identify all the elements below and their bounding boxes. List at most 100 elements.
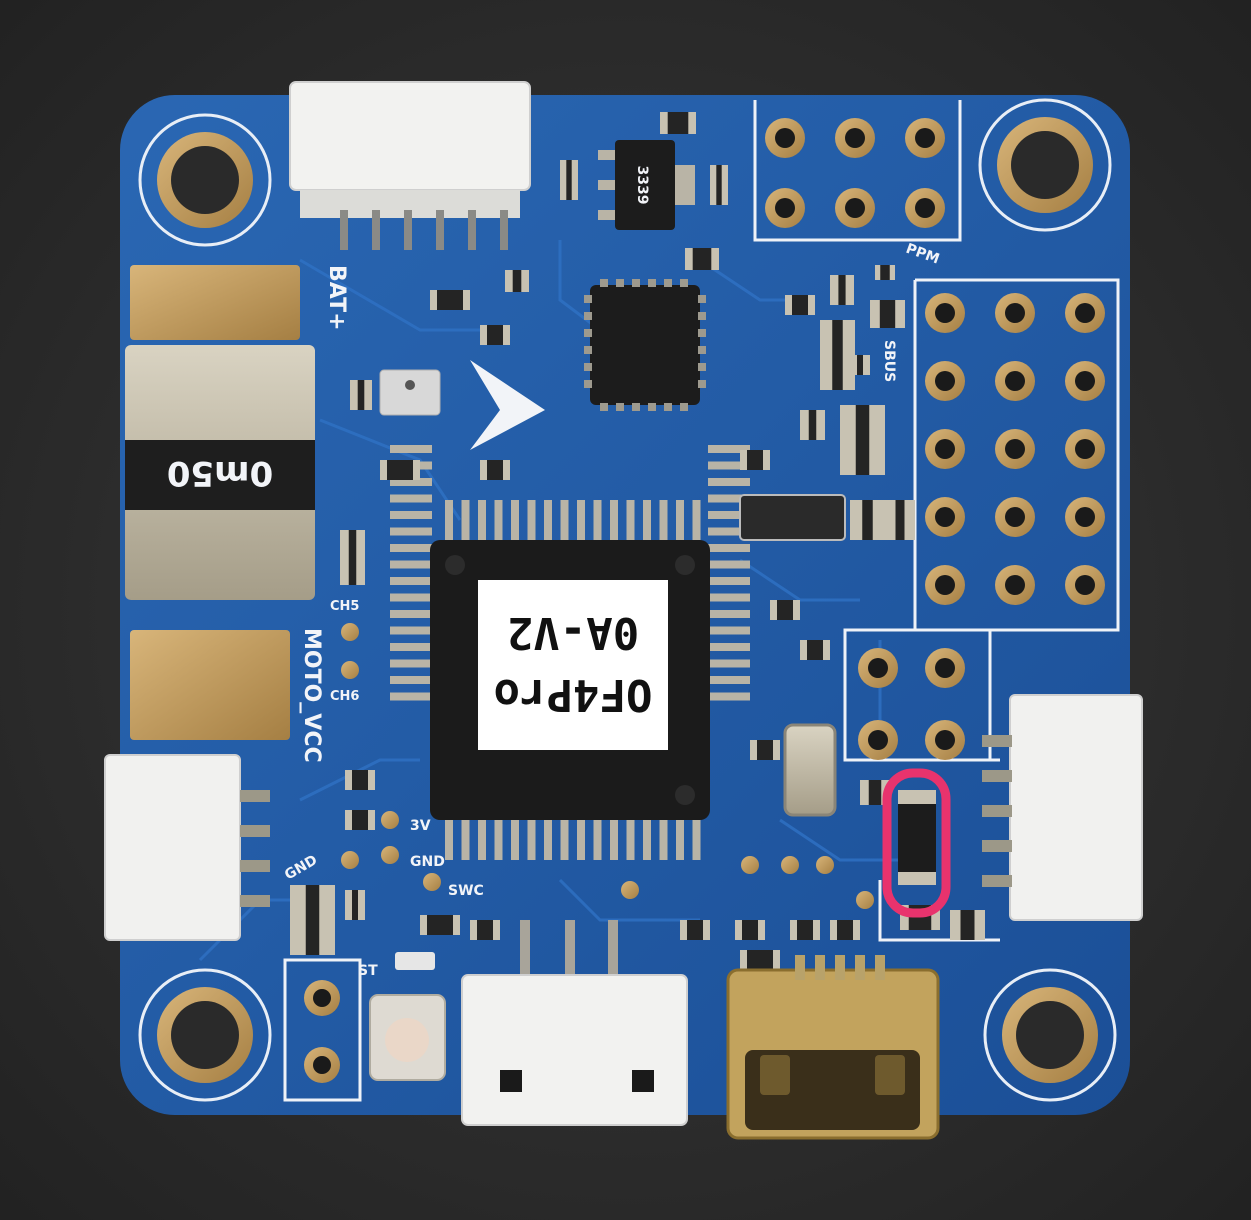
mcu-pin — [659, 818, 668, 860]
gyro-pin — [698, 312, 706, 320]
mcu-pin — [692, 500, 701, 542]
smd-terminal — [785, 295, 792, 315]
header-pad-hole — [868, 730, 888, 750]
smd-terminal — [869, 405, 885, 475]
header-pad-hole — [1005, 439, 1025, 459]
gyro-pin — [616, 403, 624, 411]
smd-terminal — [895, 300, 905, 328]
mcu-pin — [708, 478, 750, 486]
smd-terminal — [463, 290, 470, 310]
gyro-pin — [698, 363, 706, 371]
gyro-pin — [584, 346, 592, 354]
mcu-pin — [643, 818, 651, 860]
smd-terminal — [685, 248, 693, 270]
mcu-pin — [494, 818, 503, 860]
right-connector — [982, 694, 1143, 921]
header-pad-hole — [935, 658, 955, 678]
mcu-pin — [461, 818, 470, 860]
shunt-label: 0m50 — [167, 453, 273, 493]
smd-terminal — [735, 920, 742, 940]
micro-usb-port — [726, 955, 940, 1140]
mcu-pin — [577, 500, 585, 542]
mcu-pin — [544, 500, 552, 542]
mcu-pin — [494, 500, 503, 542]
test-pads — [341, 623, 874, 909]
header-pad-hole — [1075, 439, 1095, 459]
mcu-pin — [708, 676, 750, 684]
header-pad-hole — [868, 658, 888, 678]
header-pad-hole — [935, 303, 955, 323]
smd-terminal — [430, 290, 437, 310]
smd-terminal — [845, 275, 854, 305]
mcu-pin — [511, 818, 519, 860]
mcu-pin — [708, 593, 750, 602]
smd-terminal — [931, 905, 940, 930]
smd-part — [680, 920, 710, 940]
header-pad-hole — [1005, 575, 1025, 595]
header-pad-hole — [935, 730, 955, 750]
smd-part — [430, 290, 470, 310]
smd-part — [345, 770, 375, 790]
mcu-pin — [390, 478, 432, 486]
smd-terminal — [875, 265, 881, 280]
header-pad-hole — [1075, 575, 1095, 595]
smd-terminal — [521, 270, 529, 292]
smd-terminal — [688, 112, 696, 134]
smd-terminal — [900, 905, 909, 930]
mcu-pin — [708, 445, 750, 453]
smd-terminal — [770, 600, 777, 620]
mcu-pin — [390, 560, 432, 569]
smd-part — [685, 248, 719, 270]
smd-terminal — [870, 300, 880, 328]
mounting-holes — [138, 98, 1117, 1102]
right-header-pads — [925, 293, 1105, 605]
smd-part — [830, 920, 860, 940]
mcu-pin — [692, 818, 701, 860]
mcu-pin — [390, 626, 432, 635]
smd-terminal — [853, 920, 860, 940]
mcu-pin — [708, 610, 750, 618]
bottom-left-pads — [304, 980, 340, 1083]
smd-terminal — [800, 640, 807, 660]
gyro-pin — [698, 346, 706, 354]
lower-header-pads — [858, 648, 965, 760]
smd-terminal — [793, 600, 800, 620]
mcu-pin — [610, 818, 618, 860]
smd-terminal — [420, 915, 427, 935]
gyro-pin — [584, 329, 592, 337]
mcu-pin — [390, 511, 432, 519]
mcu-pin — [560, 500, 569, 542]
mcu-pin — [676, 500, 684, 542]
mcu-pin — [643, 500, 651, 542]
smd-terminal — [680, 920, 687, 940]
chip-sticker — [478, 580, 668, 750]
smd-terminal — [505, 270, 513, 292]
regulator-label: 3339 — [634, 166, 650, 205]
label-ch5: CH5 — [330, 599, 359, 614]
mounting-hole-top-right — [978, 98, 1112, 232]
smd-terminal — [345, 890, 352, 920]
smd-part — [790, 920, 820, 940]
gyro-pin — [648, 279, 656, 287]
mcu-pin — [560, 818, 569, 860]
smd-part — [740, 450, 770, 470]
header-pad-hole — [935, 507, 955, 527]
mcu-pin — [708, 577, 750, 585]
gyro-pin — [664, 403, 672, 411]
label-st: ST — [358, 963, 378, 979]
mcu-pin — [390, 544, 432, 552]
smd-terminal — [750, 740, 757, 760]
label-moto-vcc: MOTO_VCC — [299, 628, 324, 763]
gyro-pin — [584, 363, 592, 371]
smd-terminal — [904, 500, 915, 540]
label-ch6: CH6 — [330, 689, 359, 704]
mcu-pin — [511, 500, 519, 542]
mcu-pin — [708, 659, 750, 668]
mcu-pin — [610, 500, 618, 542]
gyro-pin — [698, 329, 706, 337]
mcu-pin — [478, 500, 486, 542]
smd-terminal — [820, 320, 833, 390]
mcu-pin — [390, 494, 432, 503]
gyro-pin — [616, 279, 624, 287]
smd-terminal — [413, 460, 420, 480]
